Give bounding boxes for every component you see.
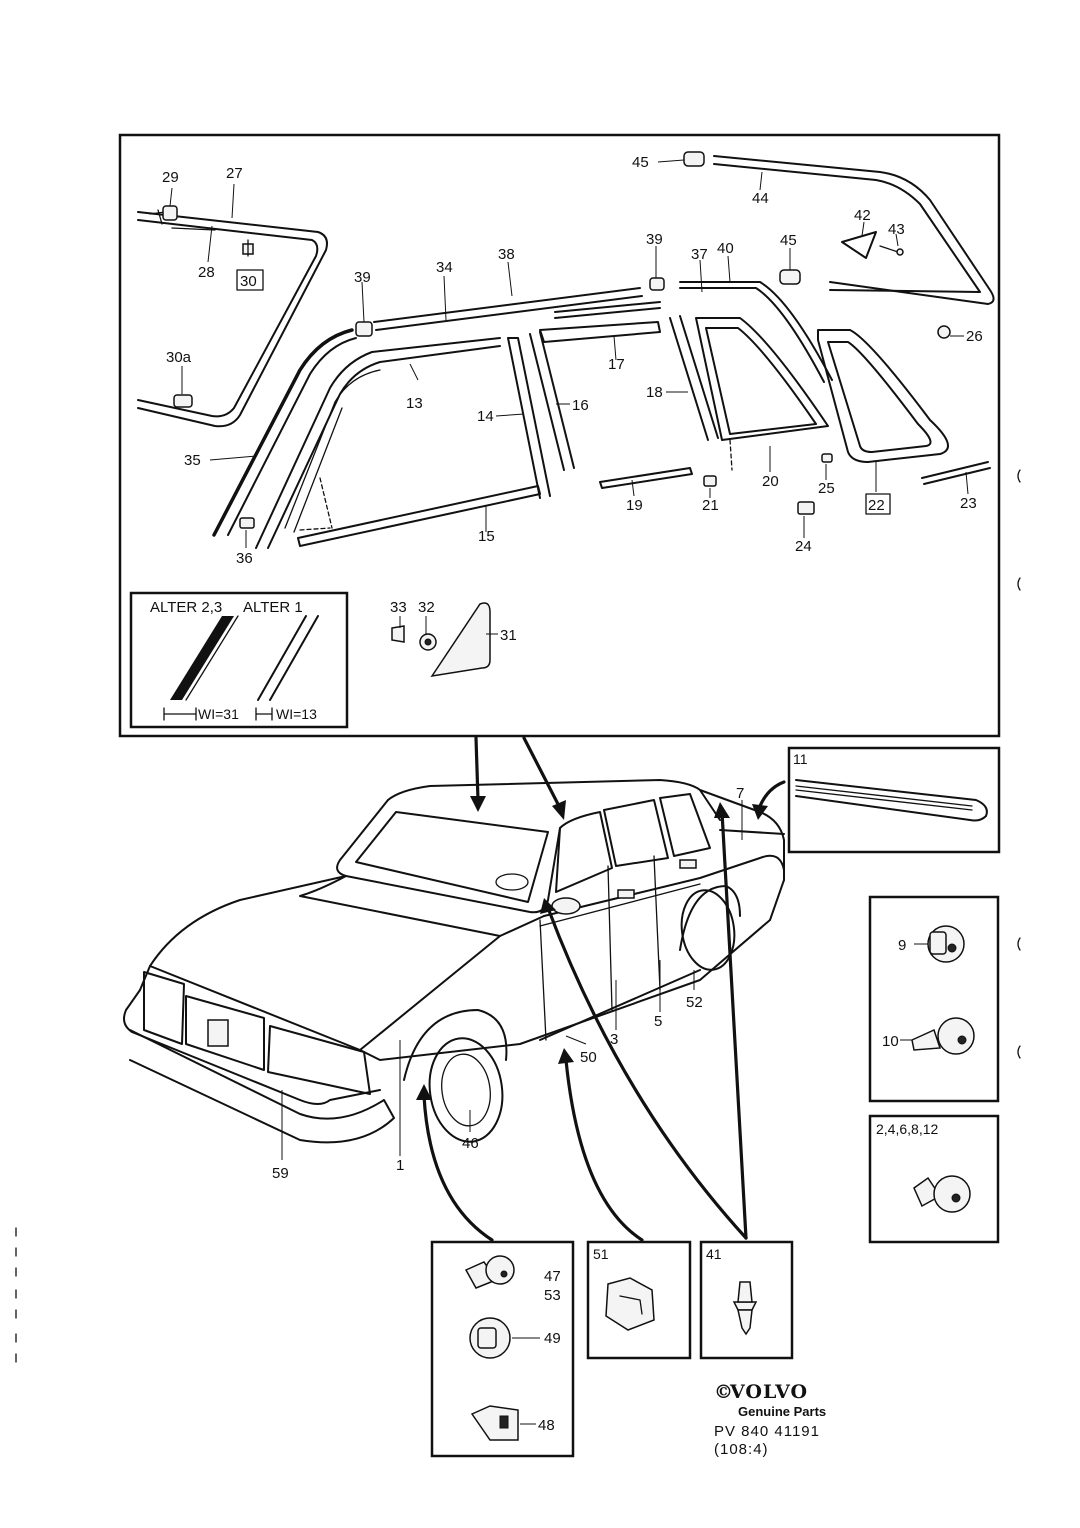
callout-46: 46 bbox=[462, 1135, 479, 1152]
callout-59: 59 bbox=[272, 1165, 289, 1182]
callout-24: 24 bbox=[795, 538, 812, 555]
callout-9: 9 bbox=[898, 937, 906, 954]
callout-29: 29 bbox=[162, 169, 179, 186]
genuine-parts-text: Genuine Parts bbox=[738, 1404, 826, 1419]
callout-30: 30 bbox=[240, 273, 257, 290]
alter-2-3-label: ALTER 2,3 bbox=[150, 599, 222, 616]
callout-3: 3 bbox=[610, 1031, 618, 1048]
callout-45-mid: 45 bbox=[780, 232, 797, 249]
rear-window-seal bbox=[137, 205, 328, 428]
pointer-arrows bbox=[416, 736, 786, 1242]
callout-27: 27 bbox=[226, 165, 243, 182]
callout-33: 33 bbox=[390, 599, 407, 616]
leader-lines-top bbox=[169, 159, 969, 635]
callout-38: 38 bbox=[498, 246, 515, 263]
part-reference: PV 840 41191 bbox=[714, 1423, 820, 1440]
width-31-label: WI=31 bbox=[198, 706, 239, 722]
callout-7: 7 bbox=[736, 785, 744, 802]
exploded-view-panel: 29 27 28 30 30a 39 34 38 39 37 40 45 44 … bbox=[118, 133, 1001, 738]
box-11: 11 bbox=[787, 746, 1001, 854]
callout-43: 43 bbox=[888, 221, 905, 238]
box-9-10: 9 10 bbox=[868, 895, 1000, 1103]
callout-36: 36 bbox=[236, 550, 253, 567]
callout-41: 41 bbox=[706, 1246, 722, 1262]
roof-drip-mouldings bbox=[355, 277, 833, 383]
callout-34: 34 bbox=[436, 259, 453, 276]
callout-52: 52 bbox=[686, 994, 703, 1011]
callout-32: 32 bbox=[418, 599, 435, 616]
callout-19: 19 bbox=[626, 497, 643, 514]
callout-50: 50 bbox=[580, 1049, 597, 1066]
callout-15: 15 bbox=[478, 528, 495, 545]
margin-marks bbox=[15, 469, 1021, 1363]
callout-5: 5 bbox=[654, 1013, 662, 1030]
callout-11: 11 bbox=[793, 751, 808, 767]
callout-18: 18 bbox=[646, 384, 663, 401]
callout-51: 51 bbox=[593, 1246, 609, 1262]
callout-16: 16 bbox=[572, 397, 589, 414]
callout-10: 10 bbox=[882, 1033, 899, 1050]
callout-53: 53 bbox=[544, 1287, 561, 1304]
callout-42: 42 bbox=[854, 207, 871, 224]
callout-20: 20 bbox=[762, 473, 779, 490]
callout-31: 31 bbox=[500, 627, 517, 644]
volvo-footer: © VOLVO Genuine Parts PV 840 41191 (108:… bbox=[714, 1381, 826, 1458]
callout-26: 26 bbox=[966, 328, 983, 345]
callout-23: 23 bbox=[960, 495, 977, 512]
callout-2-4-6-8-12: 2,4,6,8,12 bbox=[876, 1121, 938, 1137]
box-47-53-49-48: 47 53 49 48 bbox=[430, 1240, 575, 1458]
door-frame-mouldings bbox=[297, 315, 719, 547]
box-51: 51 bbox=[586, 1240, 692, 1360]
leader-lines-car bbox=[281, 800, 743, 1160]
callout-35: 35 bbox=[184, 452, 201, 469]
callout-49: 49 bbox=[544, 1330, 561, 1347]
mirror-cover-parts bbox=[391, 602, 491, 678]
callout-47: 47 bbox=[544, 1268, 561, 1285]
callout-25: 25 bbox=[818, 480, 835, 497]
callout-37: 37 bbox=[691, 246, 708, 263]
callout-28: 28 bbox=[198, 264, 215, 281]
callout-17: 17 bbox=[608, 356, 625, 373]
rear-roof-seal bbox=[683, 151, 995, 339]
box-41: 41 bbox=[699, 1240, 794, 1360]
callout-30a: 30a bbox=[166, 349, 192, 366]
callout-48: 48 bbox=[538, 1417, 555, 1434]
alter-inset bbox=[129, 591, 349, 729]
copyright-symbol: © bbox=[714, 1381, 734, 1403]
callout-39-left: 39 bbox=[354, 269, 371, 286]
callout-40: 40 bbox=[717, 240, 734, 257]
callout-13: 13 bbox=[406, 395, 423, 412]
callout-14: 14 bbox=[477, 408, 494, 425]
rear-side-window bbox=[817, 329, 991, 485]
quarter-window-frame bbox=[695, 317, 829, 471]
alter-1-label: ALTER 1 bbox=[243, 599, 303, 616]
callout-44: 44 bbox=[752, 190, 769, 207]
a-pillar-moulding bbox=[212, 328, 501, 549]
volvo-logo: VOLVO bbox=[729, 1381, 808, 1403]
box-2-4-6-8-12: 2,4,6,8,12 bbox=[868, 1114, 1000, 1244]
car-illustration bbox=[123, 779, 785, 1144]
page-reference: (108:4) bbox=[714, 1441, 769, 1458]
callout-45-top: 45 bbox=[632, 154, 649, 171]
width-13-label: WI=13 bbox=[276, 706, 317, 722]
callout-22: 22 bbox=[868, 497, 885, 514]
callout-21: 21 bbox=[702, 497, 719, 514]
callout-1: 1 bbox=[396, 1157, 404, 1174]
callout-39-right: 39 bbox=[646, 231, 663, 248]
clips bbox=[239, 453, 833, 529]
